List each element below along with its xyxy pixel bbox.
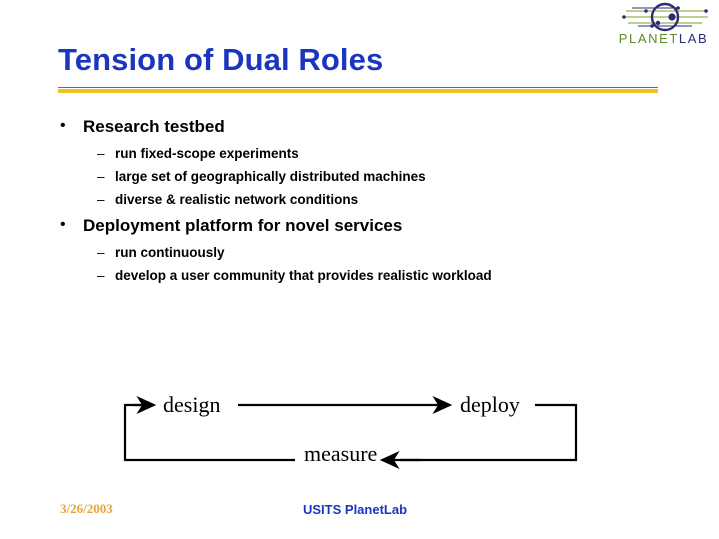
footer-center-text: USITS PlanetLab (303, 502, 408, 517)
edge-deploy-to-measure (400, 403, 578, 462)
planetlab-logo: PLANETLAB (608, 2, 719, 50)
sub-bullet-marker: – (97, 146, 105, 161)
page-title: Tension of Dual Roles (58, 42, 384, 77)
sub-bullet-marker: – (97, 192, 105, 207)
wordmark-planet: PLANET (618, 31, 679, 46)
bullet-text: Deployment platform for novel services (83, 216, 403, 235)
cycle-node-design: design (163, 392, 221, 417)
wordmark-lab: LAB (678, 31, 709, 46)
sub-bullet-marker: – (97, 245, 105, 260)
planetlab-logo-mark-icon (608, 2, 719, 32)
sub-bullet-text: large set of geographically distributed … (115, 169, 426, 184)
bullet-marker: • (60, 117, 66, 134)
design-deploy-measure-diagram: design deploy measure (110, 378, 610, 482)
bullet-text: Research testbed (83, 117, 225, 136)
sub-bullet-text: develop a user community that provides r… (115, 268, 492, 283)
title-rule-lower (58, 89, 658, 93)
sub-bullet-text: diverse & realistic network conditions (115, 192, 359, 207)
planetlab-wordmark: PLANETLAB (608, 31, 719, 46)
sub-bullet-marker: – (97, 268, 105, 283)
cycle-node-measure: measure (304, 441, 378, 466)
footer-date: 3/26/2003 (60, 501, 113, 516)
sub-bullet-text: run fixed-scope experiments (115, 146, 299, 161)
sub-bullet-text: run continuously (115, 245, 225, 260)
cycle-node-deploy: deploy (460, 392, 520, 417)
bullet-marker: • (60, 216, 66, 233)
title-rule-upper (58, 87, 658, 88)
sub-bullet-marker: – (97, 169, 105, 184)
cycle-arrows (123, 395, 578, 470)
